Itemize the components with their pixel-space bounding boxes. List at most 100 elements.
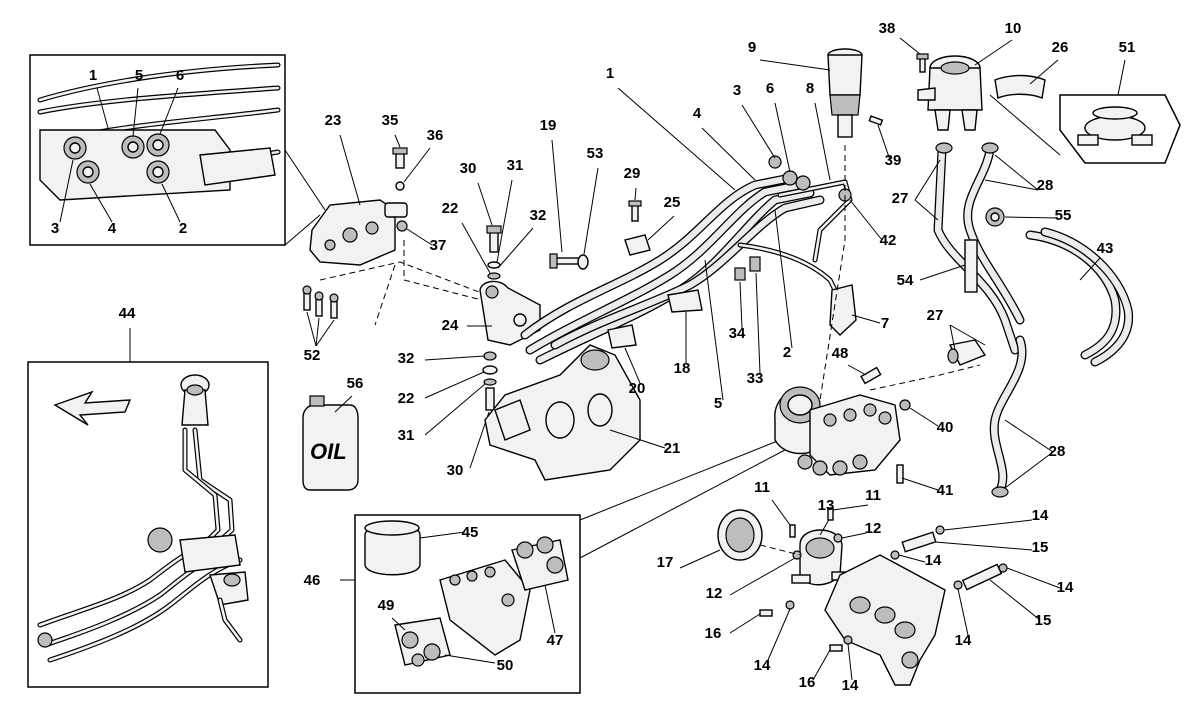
callout-c34: 34 xyxy=(729,325,746,342)
callout-c17: 17 xyxy=(657,554,674,571)
callout-c11b: 11 xyxy=(865,487,881,504)
callout-c2b: 2 xyxy=(783,344,791,361)
duct-43 xyxy=(1025,227,1134,367)
callout-c28b: 28 xyxy=(1049,443,1066,460)
callout-c2a: 2 xyxy=(179,220,187,237)
clamp-55 xyxy=(985,207,1059,227)
washer-22-top xyxy=(461,222,501,280)
callout-c43: 43 xyxy=(1097,240,1114,257)
callout-c4b: 4 xyxy=(693,105,702,122)
callout-c45: 45 xyxy=(462,524,479,541)
callout-c52: 52 xyxy=(304,347,321,364)
screws-16 xyxy=(729,609,843,681)
hose-27-lower xyxy=(947,324,987,366)
callout-c24: 24 xyxy=(442,317,459,334)
callout-c47: 47 xyxy=(547,632,564,649)
bracket-54 xyxy=(919,239,978,293)
callout-c1b: 1 xyxy=(606,65,614,82)
callout-c7: 7 xyxy=(881,315,889,332)
callout-c51: 51 xyxy=(1119,39,1136,56)
callout-c10: 10 xyxy=(1005,20,1022,37)
hose-28-upper xyxy=(963,142,1039,325)
reservoir-10 xyxy=(917,39,1013,131)
spacers-15 xyxy=(901,531,1041,621)
pump-valve-23 xyxy=(309,134,408,266)
callout-c26: 26 xyxy=(1052,39,1069,56)
hose-end-7 xyxy=(829,284,881,336)
inset-valve-block xyxy=(340,439,786,694)
callout-c13: 13 xyxy=(818,497,835,514)
washer-22-bottom xyxy=(424,365,498,399)
callout-c40: 40 xyxy=(937,419,954,436)
callout-c21: 21 xyxy=(664,440,681,457)
fitting-48 xyxy=(847,364,882,385)
callout-c42: 42 xyxy=(880,232,897,249)
callout-c16a: 16 xyxy=(705,625,722,642)
inset-installed-view xyxy=(27,328,269,688)
callout-c8: 8 xyxy=(806,80,814,97)
fitting-40 xyxy=(899,399,939,427)
callout-c30a: 30 xyxy=(460,160,477,177)
callout-c50: 50 xyxy=(497,657,514,674)
callout-c22b: 22 xyxy=(398,390,415,407)
callout-c5b: 5 xyxy=(714,395,722,412)
callout-c15a: 15 xyxy=(1032,539,1049,556)
clip-33 xyxy=(749,256,761,374)
bolts-52 xyxy=(302,285,339,347)
clamp-25 xyxy=(624,215,675,256)
band-26 xyxy=(994,59,1059,99)
inset-valve-bracket xyxy=(199,147,276,186)
callout-c3a: 3 xyxy=(51,220,59,237)
bolt-30-top xyxy=(477,182,502,253)
screw-38 xyxy=(899,37,929,73)
callout-c54: 54 xyxy=(897,272,914,289)
callout-c6a: 6 xyxy=(176,67,184,84)
screw-29 xyxy=(628,187,642,222)
callout-c4a: 4 xyxy=(108,220,117,237)
callout-c11a: 11 xyxy=(754,479,770,496)
callout-c16b: 16 xyxy=(799,674,816,691)
callout-c32b: 32 xyxy=(398,350,415,367)
callout-c31a: 31 xyxy=(507,157,524,174)
callout-c46: 46 xyxy=(304,572,321,589)
callout-c35: 35 xyxy=(382,112,399,129)
callout-c33: 33 xyxy=(747,370,764,387)
bracket-24 xyxy=(467,280,541,346)
clamp-18 xyxy=(667,289,703,363)
clip-34 xyxy=(734,267,746,329)
callout-c37: 37 xyxy=(430,237,447,254)
callout-c14c: 14 xyxy=(1057,579,1074,596)
callout-c27b: 27 xyxy=(927,307,944,324)
callout-c32a: 32 xyxy=(530,207,547,224)
valve-block xyxy=(439,559,531,656)
callout-c12a: 12 xyxy=(865,520,882,537)
callout-c25: 25 xyxy=(664,194,681,211)
callout-c53: 53 xyxy=(587,145,604,162)
callout-c3b: 3 xyxy=(733,82,741,99)
callout-c14e: 14 xyxy=(754,657,771,674)
band-17 xyxy=(679,509,763,569)
actuator-unit xyxy=(774,386,901,476)
callout-c20: 20 xyxy=(629,380,646,397)
callout-c15b: 15 xyxy=(1035,612,1052,629)
callout-c5a: 5 xyxy=(135,67,143,84)
callout-c30b: 30 xyxy=(447,462,464,479)
washer-36 xyxy=(395,147,431,191)
oil-label: OIL xyxy=(310,439,347,464)
callout-c41: 41 xyxy=(937,482,954,499)
bolt-19 xyxy=(549,139,582,269)
bolt-41 xyxy=(896,464,939,491)
callout-c36: 36 xyxy=(427,127,444,144)
callout-c19: 19 xyxy=(540,117,557,134)
callout-c9: 9 xyxy=(748,39,756,56)
callout-c31b: 31 xyxy=(398,427,415,444)
direction-arrow xyxy=(53,390,132,426)
callout-c27a: 27 xyxy=(892,190,909,207)
washer-53 xyxy=(577,167,599,270)
callout-c12b: 12 xyxy=(706,585,723,602)
mount-21 xyxy=(484,344,666,481)
washer-31-bottom xyxy=(424,378,497,436)
hose-28-lower xyxy=(989,335,1054,498)
